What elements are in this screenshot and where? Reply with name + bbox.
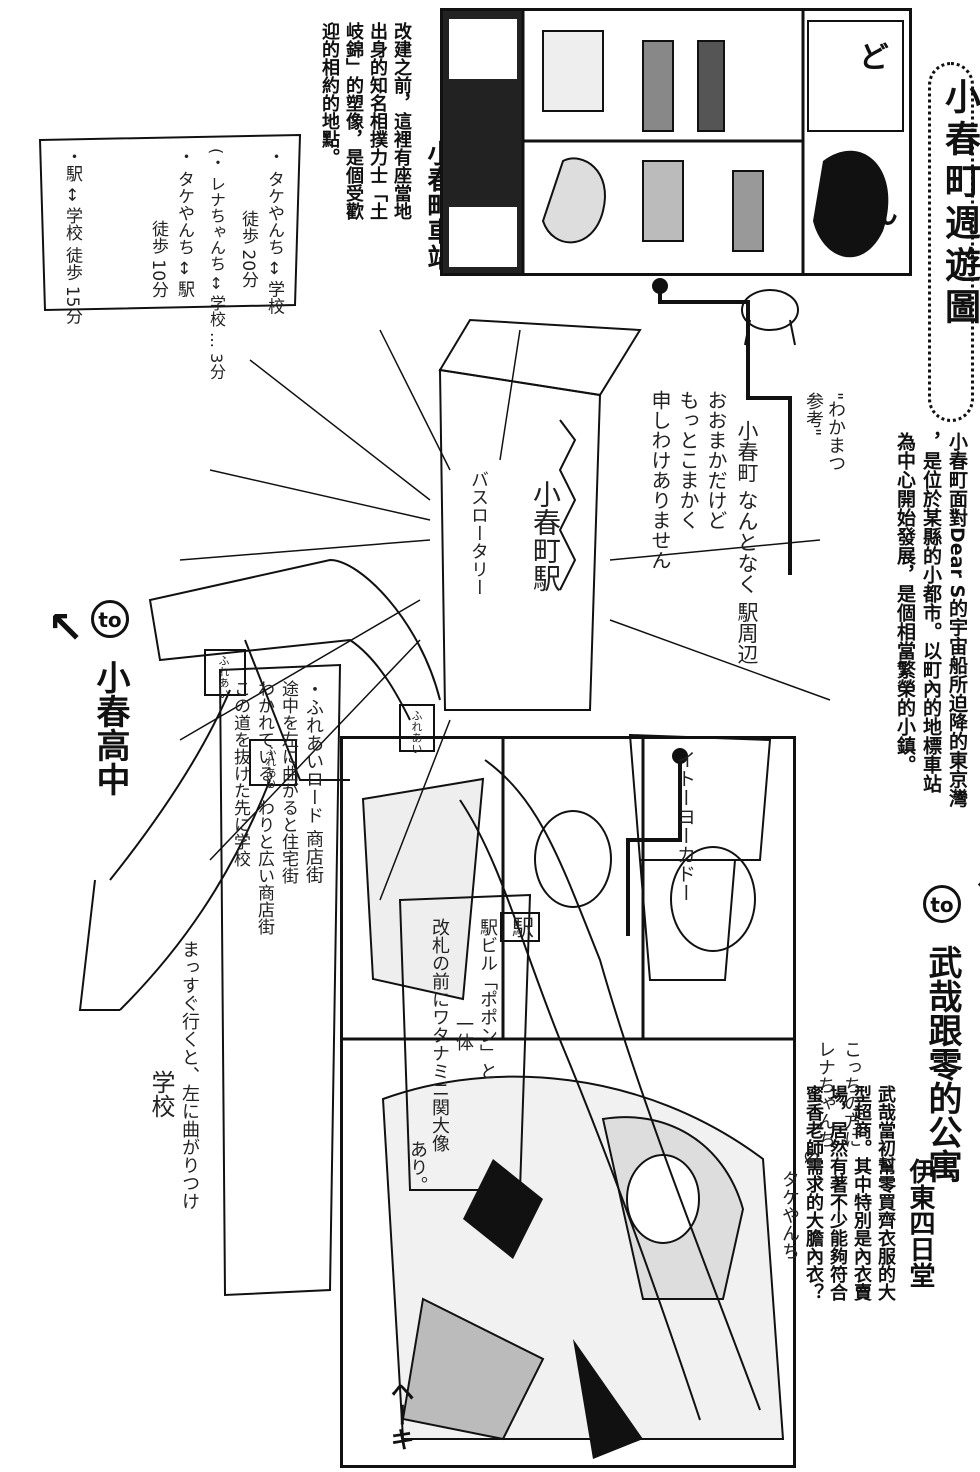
station-quote-4: 申しわけありません (648, 390, 672, 570)
notes-box-left-2: 徒歩 20分 (238, 210, 258, 289)
notes-box-left-6: ・駅 ↔ 学校 徒歩 15分 (62, 148, 82, 325)
notes-box-left-4: ・ タケやんち ↔ 駅 (174, 148, 194, 298)
building-note-4: あり。 (407, 1140, 428, 1194)
direction-left: to 小春高中 ↙ (39, 600, 135, 796)
notes-box-left-1: ・ タケやんち ↔ 学校 (264, 148, 284, 315)
direction-left-dest: 小春高中 (90, 659, 130, 796)
station-desc-4: 迎的相約的地點。 (319, 22, 340, 166)
title-pill (928, 62, 974, 422)
station-quote-2: おおまかだけど (704, 390, 728, 530)
station-comic-sfx-1: ど (853, 41, 888, 71)
shop-comic-panel: ヘーキ (340, 736, 796, 1468)
station-quote-1: 小春町 なんとなく 駅周辺 (735, 420, 759, 665)
shop-desc-2: 型超商。其中特別是內衣賣 (851, 1085, 872, 1301)
to-badge-right: to (923, 885, 961, 923)
notes-box-bottom-2: 途中を左に曲がると住宅街 (278, 680, 298, 884)
station-desc-3: 岐錦」的塑像，是個受歡 (343, 22, 364, 220)
notes-box-bottom-1: ・ふれあいロード 商店街 (303, 680, 324, 884)
statue-note-2: 参考" (803, 392, 824, 437)
station-desc-1: 改建之前，這裡有座當地 (391, 22, 412, 220)
bottom-right-note-1: こっちの方に (841, 1040, 862, 1148)
building-note-3: 改札の前にワタナミニ関大像 (429, 918, 450, 1152)
statue-note-1: "わかまつ (825, 392, 846, 473)
shop-desc-3: 場，居然有著不少能夠符合 (827, 1085, 848, 1301)
arrow-down-left-icon: ↙ (39, 608, 90, 645)
intro-line-3: 為中心開始發展，是個相當繁榮的小鎮。 (894, 432, 916, 774)
station-desc-2: 出身的知名相撲力士「土 (367, 22, 388, 220)
notes-box-left-5: 徒歩 10分 (148, 220, 168, 299)
direction-right: ↗ to 武哉跟零的公寓 (918, 875, 980, 1183)
station-quote-3: もっとこまかく (676, 390, 700, 530)
pipe-label-3: ふれあい (264, 745, 277, 789)
building-note-2: 一体 (453, 1015, 474, 1051)
yokado-label: イトーヨーカドー (674, 750, 696, 902)
arrow-up-right-icon: ↗ (964, 875, 980, 912)
bottom-right-note-2: レナちゃんち (815, 1040, 836, 1148)
bus-rotary-label: バスロータリー (468, 470, 489, 596)
building-note-1: 駅ビル「ポポン」と (477, 918, 498, 1080)
direction-right-dest: 武哉跟零的公寓 (922, 944, 962, 1183)
station-comic-panel: ど ん (440, 8, 912, 276)
intro-line-1: 小春町面對Dear S的宇宙船所迫降的東京灣 (946, 432, 968, 808)
shop-desc-1: 武哉當初幫零買齊衣服的大 (875, 1085, 896, 1301)
notes-box-bottom-3: わかれている。わりと広い商店街 (254, 680, 274, 935)
path-school-label: 学校 (147, 1070, 175, 1118)
shop-heading: 伊東四日堂 (905, 1158, 935, 1288)
building-sign: 駅 (500, 912, 540, 942)
notes-box-bottom-4: この道を抜けた先に学校 (230, 680, 250, 867)
station-comic-sfx-2: ん (862, 197, 897, 227)
bottom-right-note-3: & (800, 1150, 821, 1165)
bottom-right-note-4: タケやんち (779, 1170, 800, 1260)
shop-desc-4: 蜜香老師需求的大膽內衣？ (803, 1085, 824, 1301)
station-label: 小春町駅 (529, 480, 562, 592)
station-comic-art (443, 11, 904, 273)
pipe-label-1: ふれあい (410, 710, 423, 754)
intro-line-2: ，是位於某縣的小都市。以町內的地標車站 (920, 432, 942, 793)
shop-comic-sfx: ヘーキ (386, 1379, 414, 1451)
path-school-note: まっすぐ行くと、左に曲がりつけ (179, 940, 200, 1210)
page-title: 小春町週遊圖 (939, 78, 980, 330)
notes-box-left-3: (・ レナちゃんち ↔ 学校 … 3分 (207, 148, 226, 380)
shop-comic-art (343, 739, 793, 1459)
to-badge-left: to (91, 600, 129, 638)
pipe-label-2: ふれあい (217, 655, 230, 699)
